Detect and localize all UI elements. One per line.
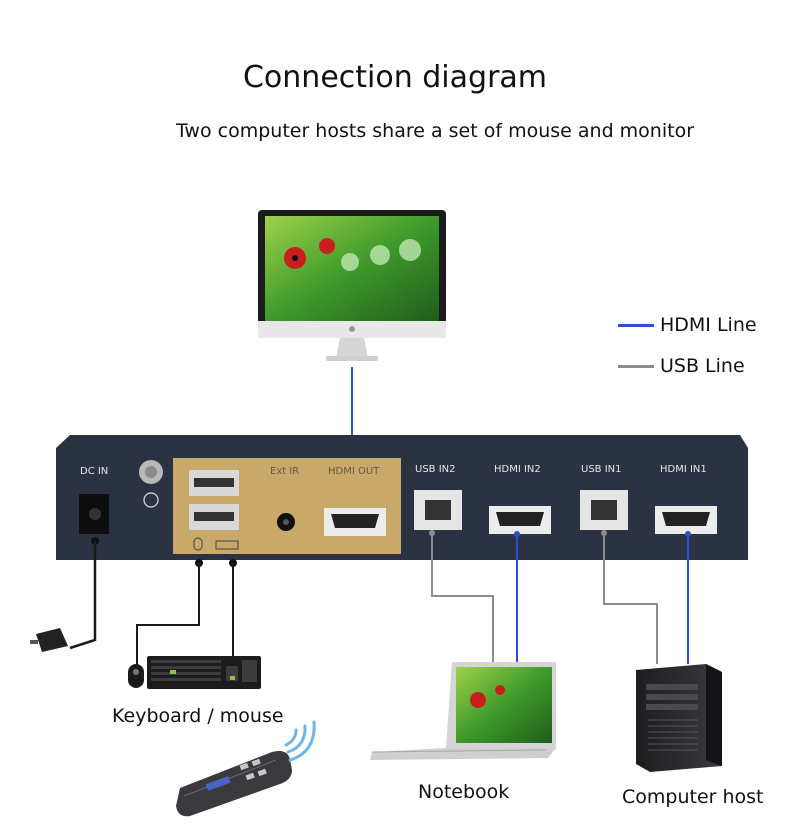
computer-tower-icon: [636, 664, 722, 772]
legend-hdmi-label: HDMI Line: [660, 314, 757, 336]
kvm-switch-rear-panel: DC IN Ext IR HDMI OUT USB IN2 HDMI IN2 U…: [56, 435, 748, 560]
label-hdmi-in1: HDMI IN1: [660, 464, 707, 475]
ir-remote-icon: [176, 751, 292, 817]
legend-hdmi: HDMI Line: [618, 314, 757, 336]
monitor-icon: [258, 210, 446, 361]
usb-line-mouse: [136, 563, 200, 668]
usb-line-host: [603, 533, 658, 664]
hdmi-swatch: [618, 323, 654, 327]
legend-usb: USB Line: [618, 355, 745, 377]
legend-usb-label: USB Line: [660, 355, 745, 377]
notebook-icon: [370, 662, 556, 760]
caption-notebook: Notebook: [418, 781, 510, 803]
caption-computer-host: Computer host: [622, 786, 764, 808]
wireless-signal-icon: [284, 720, 316, 762]
keyboard-icon: [147, 656, 261, 689]
mouse-icon: [128, 664, 144, 688]
usb-swatch: [618, 364, 654, 368]
label-usb-in1: USB IN1: [581, 464, 622, 475]
diagram-subtitle: Two computer hosts share a set of mouse …: [175, 120, 695, 142]
label-hdmi-out: HDMI OUT: [328, 466, 380, 477]
label-usb-in2: USB IN2: [415, 464, 456, 475]
label-dc-in: DC IN: [80, 466, 108, 477]
label-ext-ir: Ext IR: [270, 466, 299, 477]
label-hdmi-in2: HDMI IN2: [494, 464, 541, 475]
diagram-title: Connection diagram: [242, 60, 548, 95]
usb-line-notebook: [431, 533, 494, 662]
caption-keyboard-mouse: Keyboard / mouse: [112, 705, 284, 727]
power-adapter-icon: [30, 541, 97, 652]
